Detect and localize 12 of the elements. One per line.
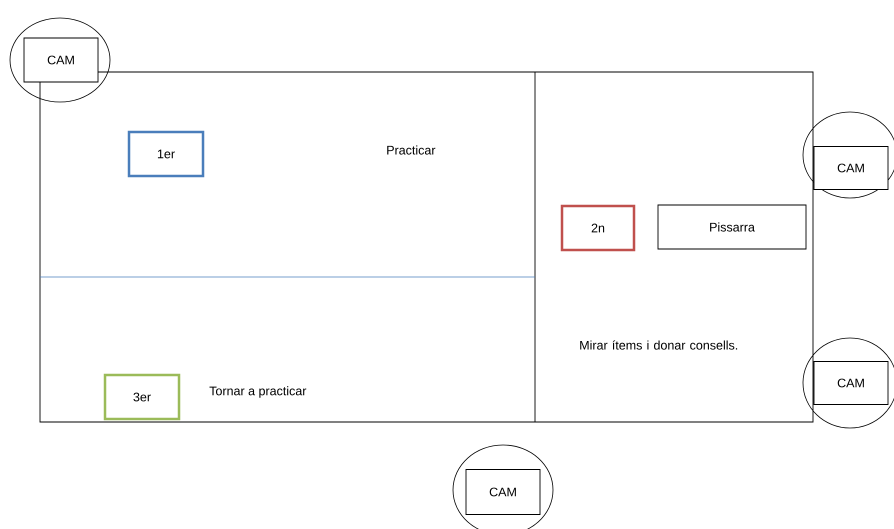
camera-box: CAM [24,38,98,82]
camera-box: CAM [466,469,540,515]
step-box: 2n [560,204,636,252]
camera-box: CAM [814,361,888,405]
step-box: 1er [128,130,204,178]
note-text: Tornar a practicar [210,386,306,398]
camera-box: CAM [814,146,888,190]
note-text: Mirar ítems i donar consells. [580,340,738,350]
note-text: Practicar [387,145,436,155]
step-box: 3er [104,374,180,420]
whiteboard-box: Pissarra [658,204,806,250]
camera-circle [10,18,110,102]
